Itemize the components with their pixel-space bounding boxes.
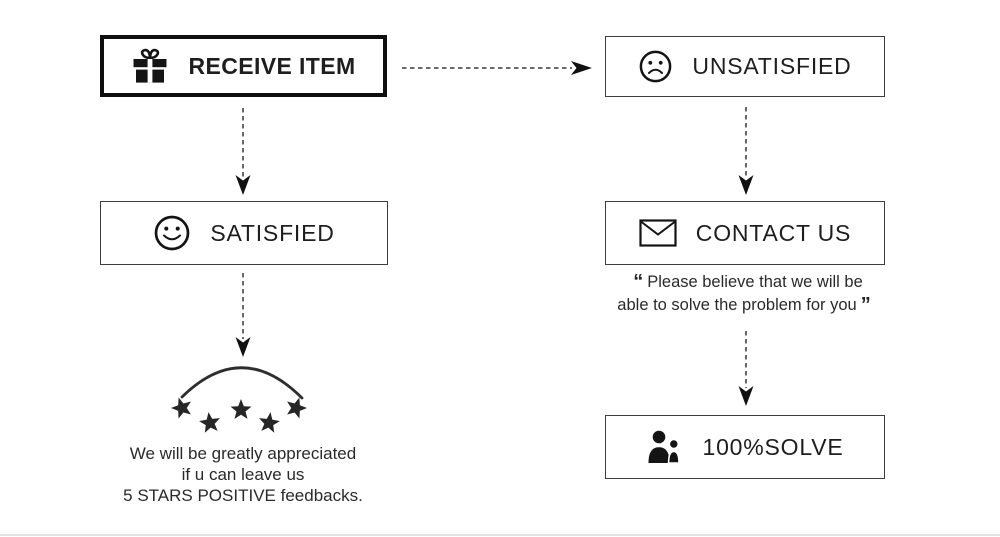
gift-icon	[131, 47, 169, 85]
node-label: RECEIVE ITEM	[188, 52, 356, 79]
quote-line: able to solve the problem for you”	[595, 294, 897, 317]
people-icon	[646, 429, 683, 465]
stars-group	[170, 397, 308, 433]
open-quote: “	[633, 271, 644, 293]
node-label: UNSATISFIED	[692, 53, 852, 79]
note-line: if u can leave us	[181, 465, 305, 484]
note-line: We will be greatly appreciated	[129, 444, 357, 463]
star-icon	[230, 399, 252, 419]
arrow-receive-to-satisfied	[235, 108, 251, 195]
node-receive-item: RECEIVE ITEM	[100, 35, 387, 97]
arrow-satisfied-to-stars	[235, 273, 251, 357]
five-stars-graphic	[170, 366, 308, 433]
star-icon	[287, 397, 308, 419]
node-unsatisfied: UNSATISFIED	[605, 36, 885, 97]
node-label: 100%SOLVE	[702, 433, 844, 460]
note-line: 5 STARS POSITIVE feedbacks.	[123, 486, 363, 505]
node-contact-us: CONTACT US	[605, 201, 885, 265]
node-label: SATISFIED	[210, 219, 335, 246]
arrow-unsatisfied-to-contact	[738, 107, 754, 195]
arrow-contact-to-solve	[738, 331, 754, 406]
smiley-face-icon	[153, 214, 191, 252]
star-icon	[259, 412, 280, 433]
star-icon	[170, 397, 191, 419]
node-satisfied: SATISFIED	[100, 201, 388, 265]
sad-face-icon	[638, 49, 673, 84]
close-quote: ”	[860, 293, 871, 316]
feedback-note: We will be greatly appreciated if u can …	[62, 443, 424, 506]
node-label: CONTACT US	[695, 219, 852, 246]
node-solve: 100%SOLVE	[605, 415, 885, 479]
reassurance-quote: “Please believe that we will be able to …	[595, 271, 897, 316]
arc-line	[180, 366, 304, 400]
envelope-icon	[639, 219, 677, 247]
quote-line: “Please believe that we will be	[595, 271, 897, 294]
arrow-receive-to-unsatisfied	[402, 61, 592, 75]
star-icon	[199, 412, 220, 433]
image-bottom-edge	[0, 534, 1000, 536]
